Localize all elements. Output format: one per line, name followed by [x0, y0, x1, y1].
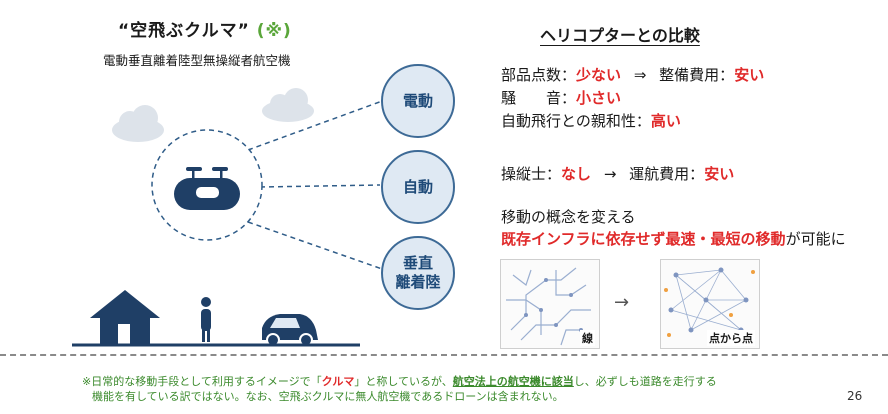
- footnote-line-1: ※日常的な移動手段として利用するイメージで「クルマ」と称しているが、航空法上の航…: [82, 375, 717, 388]
- image-label: 点から点: [707, 330, 755, 346]
- footnote-line-2: 機能を有している訳ではない。なお、空飛ぶクルマに無人航空機であるドローンは含まれ…: [92, 390, 564, 403]
- circle-automatic: 自動: [381, 150, 455, 224]
- circle-vtol: 垂直 離着陸: [381, 236, 455, 310]
- comparison-heading: ヘリコプターとの比較: [540, 26, 700, 45]
- transition-arrow: →: [614, 292, 630, 313]
- subtitle: 電動垂直離着陸型無操縦者航空機: [103, 53, 291, 68]
- connector-lines: [247, 99, 386, 271]
- page-number: 26: [847, 389, 863, 403]
- cloud-icon: [112, 88, 314, 142]
- illustration: [72, 88, 386, 347]
- circle-label: 電動: [402, 91, 433, 110]
- page-title: “空飛ぶクルマ” (※): [118, 16, 292, 41]
- concept-line-1: 移動の概念を変える: [501, 208, 636, 226]
- footer-divider: [0, 354, 888, 356]
- row-pilot: 操縦士：なし → 運航費用：安い: [501, 165, 735, 183]
- title-main: “空飛ぶクルマ”: [118, 21, 250, 41]
- point-network-image: 点から点: [660, 259, 760, 349]
- circle-label: 垂直 離着陸: [395, 254, 441, 291]
- concept-line-2: 既存インフラに依存せず最速・最短の移動が可能に: [501, 230, 846, 248]
- circle-electric: 電動: [381, 64, 455, 138]
- row-parts: 部品点数：少ない ⇒ 整備費用：安い: [501, 66, 765, 84]
- house-icon: [90, 290, 160, 345]
- circle-label: 自動: [402, 177, 433, 196]
- car-icon: [262, 314, 318, 347]
- image-label: 線: [580, 330, 595, 346]
- row-autonomy: 自動飛行との親和性：高い: [501, 112, 681, 130]
- line-network-image: 線: [500, 259, 600, 349]
- row-noise: 騒 音：小さい: [501, 89, 622, 107]
- person-icon: [201, 297, 211, 342]
- title-note: (※): [256, 21, 292, 41]
- flying-car-icon: [174, 167, 240, 210]
